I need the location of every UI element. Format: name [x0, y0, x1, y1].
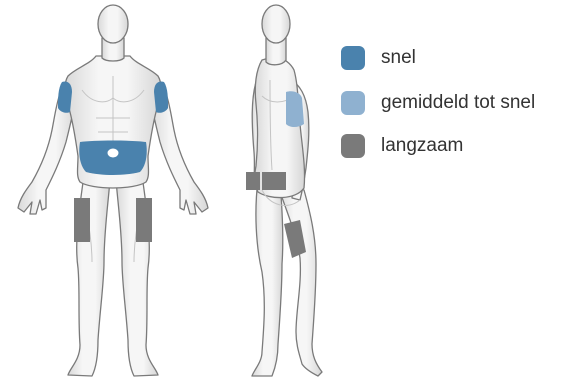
buttock-zone-slow-left: [246, 172, 260, 190]
legend-label-medium-fast: gemiddeld tot snel: [381, 91, 535, 115]
swatch-fast: [341, 46, 365, 70]
swatch-slow: [341, 134, 365, 158]
swatch-medium-fast: [341, 91, 365, 115]
legend-label-slow: langzaam: [381, 134, 463, 158]
front-body-figure: [18, 5, 208, 376]
left-thigh-zone-slow: [74, 198, 90, 242]
back-upper-arm-zone-medium: [286, 91, 304, 127]
right-thigh-zone-slow: [136, 198, 152, 242]
left-upper-arm-zone-fast: [58, 81, 72, 112]
buttock-zone-slow-right: [262, 172, 286, 190]
navel-marker: [107, 148, 119, 158]
right-upper-arm-zone-fast: [154, 81, 168, 112]
legend-label-fast: snel: [381, 46, 416, 70]
